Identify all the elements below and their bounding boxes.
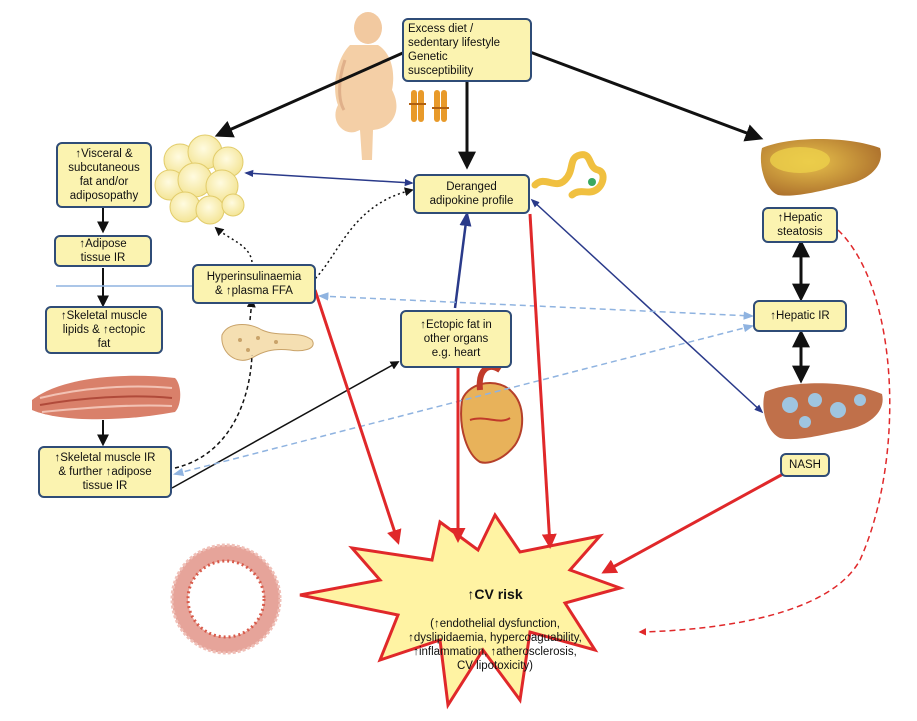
red-hyper-to-cv (313, 289, 402, 545)
adipokine-box: Deranged adipokine profile (413, 174, 530, 214)
light-blue-dashed-arrows (172, 292, 755, 476)
skeletal-lipids-box: ↑Skeletal muscle lipids & ↑ectopic fat (45, 306, 163, 354)
excess-diet-box: Excess diet / sedentary lifestyle Geneti… (402, 18, 532, 82)
arrow-adipose-adipokine (244, 169, 414, 187)
cv-risk-details: (↑endothelial dysfunction, ↑dyslipidaemi… (408, 618, 582, 672)
adipokine-protein-illustration (531, 151, 607, 199)
ectopic-fat-box: ↑Ectopic fat in other organs e.g. heart (400, 310, 512, 368)
hepatic-ir-box: ↑Hepatic IR (753, 300, 847, 332)
dotted-arrows (174, 187, 414, 469)
hepatic-steatosis-box: ↑Hepatic steatosis (762, 207, 838, 243)
artery-cross-section-illustration (170, 543, 282, 655)
skeletal-ir-box: ↑Skeletal muscle IR & further ↑adipose t… (38, 446, 172, 498)
red-adipokine-to-cv (528, 213, 557, 549)
chromosome-illustration (409, 90, 449, 122)
cv-risk-starburst (299, 512, 625, 710)
nash-liver-illustration (763, 383, 883, 440)
red-dashed-steatosis-to-cv (638, 229, 891, 636)
arrow-diet-to-liver (529, 50, 764, 142)
adipose-tissue-illustration (154, 134, 245, 225)
red-arrows (313, 213, 891, 636)
cv-risk-text: ↑CV risk (↑endothelial dysfunction, ↑dys… (395, 573, 595, 673)
heart-illustration (460, 363, 524, 464)
visceral-fat-box: ↑Visceral & subcutaneous fat and/or adip… (56, 142, 152, 208)
dashed-hyper-hepatic-ir (317, 292, 755, 320)
skeletal-muscle-illustration (32, 375, 181, 420)
obese-person-illustration (335, 12, 397, 160)
dotted-hyper-to-adipose (214, 226, 253, 263)
arrow-diet-to-adipose (214, 50, 406, 138)
dotted-hyper-to-adipokine (311, 187, 414, 283)
fatty-liver-illustration (760, 139, 881, 196)
arrow-ectopic-to-adipokine (453, 211, 472, 309)
arrow-adipokine-nash-liver (530, 198, 764, 414)
pancreas-illustration (221, 324, 314, 361)
hyperinsulinaemia-box: Hyperinsulinaemia & ↑plasma FFA (192, 264, 316, 304)
red-nash-to-cv (601, 472, 784, 574)
adipose-ir-box: ↑Adipose tissue IR (54, 235, 152, 267)
nash-box: NASH (780, 453, 830, 477)
cv-risk-title: ↑CV risk (467, 586, 523, 602)
black-arrows (56, 50, 810, 489)
